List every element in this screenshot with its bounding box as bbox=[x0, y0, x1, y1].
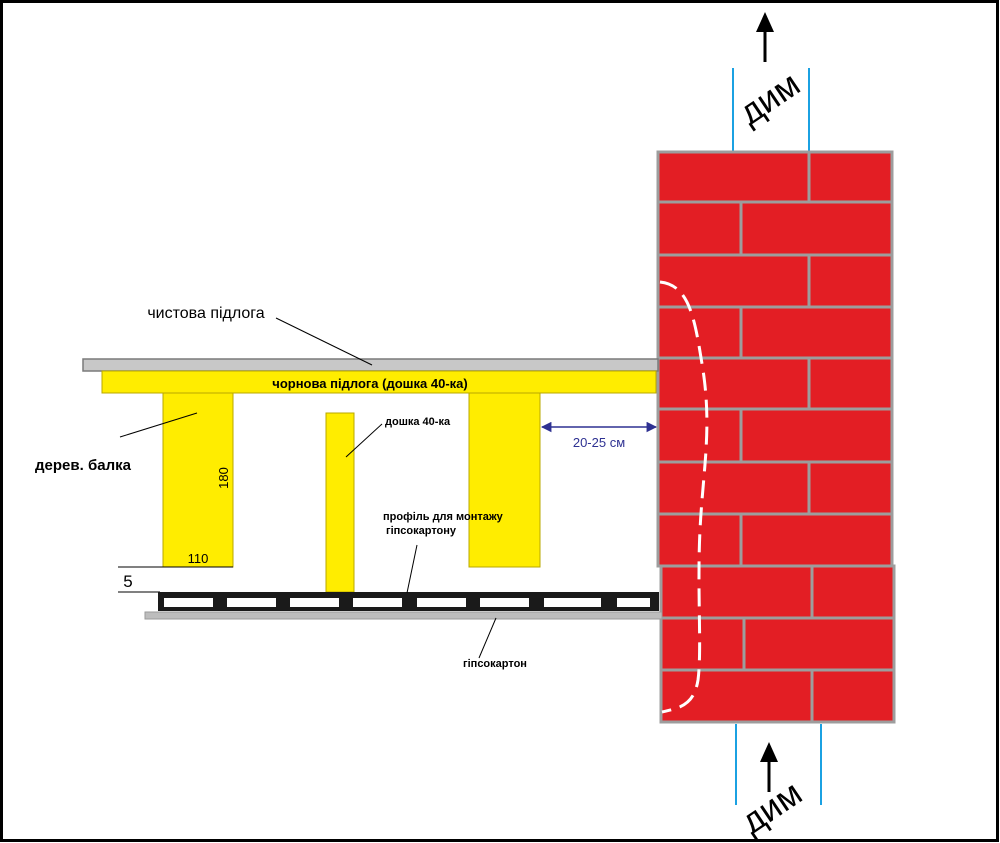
beam-width-label: 110 bbox=[188, 551, 209, 566]
finish-floor bbox=[82, 358, 659, 372]
subfloor-label: чорнова підлога (дошка 40-ка) bbox=[272, 376, 467, 391]
flue-lines bbox=[732, 68, 822, 805]
gap-label: 5 bbox=[123, 572, 132, 591]
profile-label-line1: профіль для монтажу bbox=[383, 511, 504, 523]
wooden-beam-right bbox=[468, 392, 541, 568]
profile-openings bbox=[164, 598, 650, 607]
smoke-label-bottom: дим bbox=[734, 773, 809, 841]
smoke-arrow-bottom bbox=[760, 742, 778, 792]
drywall-profile bbox=[158, 592, 659, 611]
drywall-sheet bbox=[144, 611, 663, 620]
leader-lines bbox=[119, 317, 497, 659]
smoke-label-top: дим bbox=[732, 64, 807, 132]
profile-label-line2: гіпсокартону bbox=[386, 525, 457, 537]
smoke-arrow-top bbox=[756, 12, 774, 62]
brick-chimney bbox=[656, 150, 896, 724]
beam-height-label: 180 bbox=[216, 467, 231, 489]
clearance-label: 20-25 см bbox=[573, 435, 625, 450]
board-label: дошка 40-ка bbox=[385, 416, 451, 428]
board-40 bbox=[325, 412, 355, 593]
gap-dimension bbox=[118, 566, 233, 593]
finish-floor-label: чистова підлога bbox=[147, 305, 264, 322]
flue-trace-dashed bbox=[659, 280, 709, 714]
drywall-label: гіпсокартон bbox=[463, 658, 527, 670]
subfloor-board bbox=[101, 370, 657, 394]
beam-label: дерев. балка bbox=[35, 457, 132, 474]
wooden-beam-left bbox=[162, 392, 234, 568]
